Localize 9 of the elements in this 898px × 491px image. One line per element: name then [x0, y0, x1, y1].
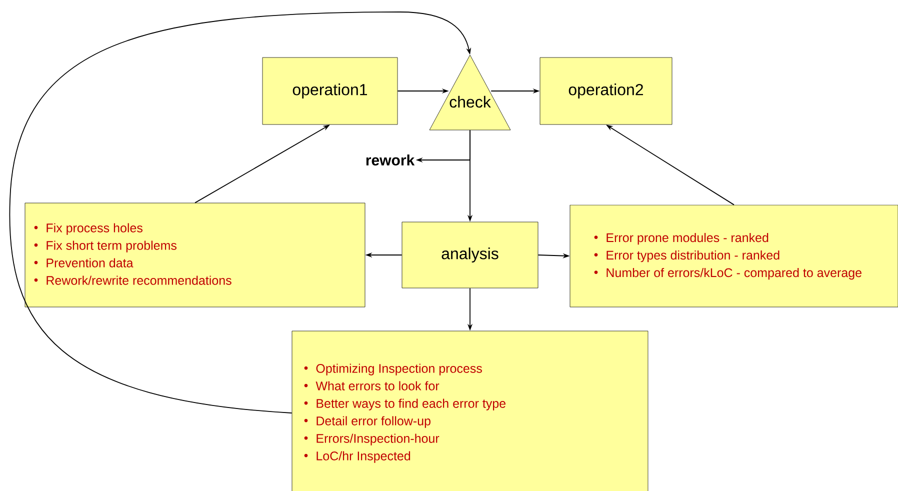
bullet-list-box: Optimizing Inspection process What errors to look for Better ways to find each error type Detail error follow-up Errors/Inspection-hour LoC/hr Inspected — [292, 330, 648, 491]
process-box: operation2 — [540, 57, 672, 125]
rework-label: rework — [366, 154, 415, 166]
process-box: analysis — [402, 222, 538, 288]
bullet-list-box: Error prone modules - ranked Error types distribution - ranked Number of errors/kLoC - compared to average — [570, 204, 898, 308]
arrow — [10, 12, 472, 414]
check-triangle: check — [429, 54, 511, 130]
process-box: operation1 — [262, 57, 398, 125]
bullet-list-box: Fix process holes Fix short term problems Prevention data Rework/rewrite recommendations — [24, 202, 366, 308]
